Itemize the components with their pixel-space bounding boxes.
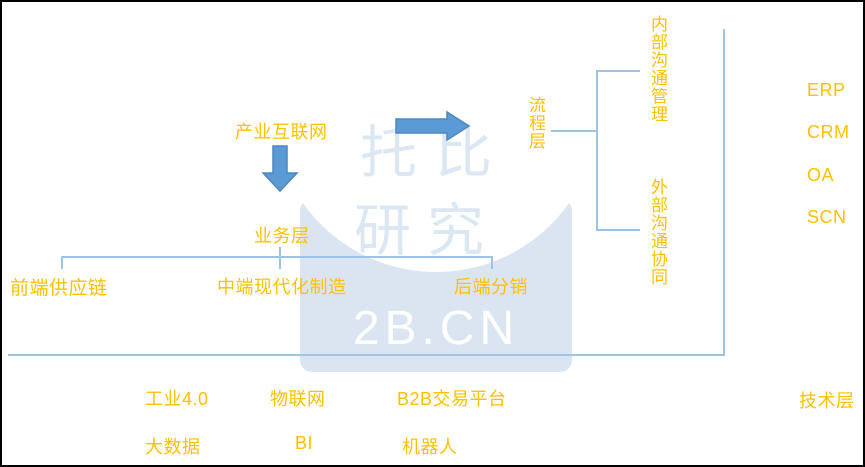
process-bracket-vertical-line [596,70,598,231]
tech-item-iot: 物联网 [270,389,326,409]
watermark-circle-cutout [273,2,599,272]
tech-item-bi: BI [295,433,314,453]
watermark-badge-text: 2B.CN [353,302,519,355]
tech-item-bigdata: 大数据 [145,437,201,457]
watermark-text-line2: 研究 [354,199,500,263]
tech-item-industry40: 工业4.0 [145,389,209,409]
tech-item-b2b-platform: B2B交易平台 [397,389,507,409]
technology-layer-label: 技术层 [799,391,855,411]
system-label-crm: CRM [807,122,850,142]
front-supply-chain-label: 前端供应链 [10,278,108,299]
mid-manufacturing-label: 中端现代化制造 [217,277,347,297]
back-distribution-label: 后端分销 [454,277,528,297]
right-arrow-icon [395,110,471,142]
boundary-horizontal-line [8,354,725,356]
internal-communication-label: 内部沟通管理 [648,15,667,123]
business-branch-left-tick [61,256,63,269]
system-label-oa: OA [807,165,835,185]
process-layer-label: 流程层 [526,96,545,150]
business-branch-middle-tick [279,247,281,269]
root-label: 产业互联网 [235,122,328,142]
business-layer-label: 业务层 [254,226,310,246]
business-branch-right-tick [491,256,493,269]
boundary-vertical-line [723,29,725,356]
system-label-erp: ERP [807,80,846,100]
process-bracket-top-line [596,70,640,72]
process-connector-line [551,130,597,132]
process-bracket-bottom-line [596,229,640,231]
external-communication-label: 外部沟通协同 [648,178,667,286]
business-branch-horizontal-line [62,256,493,258]
system-label-scn: SCN [807,207,847,227]
down-arrow-icon [262,145,299,193]
tech-item-robot: 机器人 [402,437,458,457]
